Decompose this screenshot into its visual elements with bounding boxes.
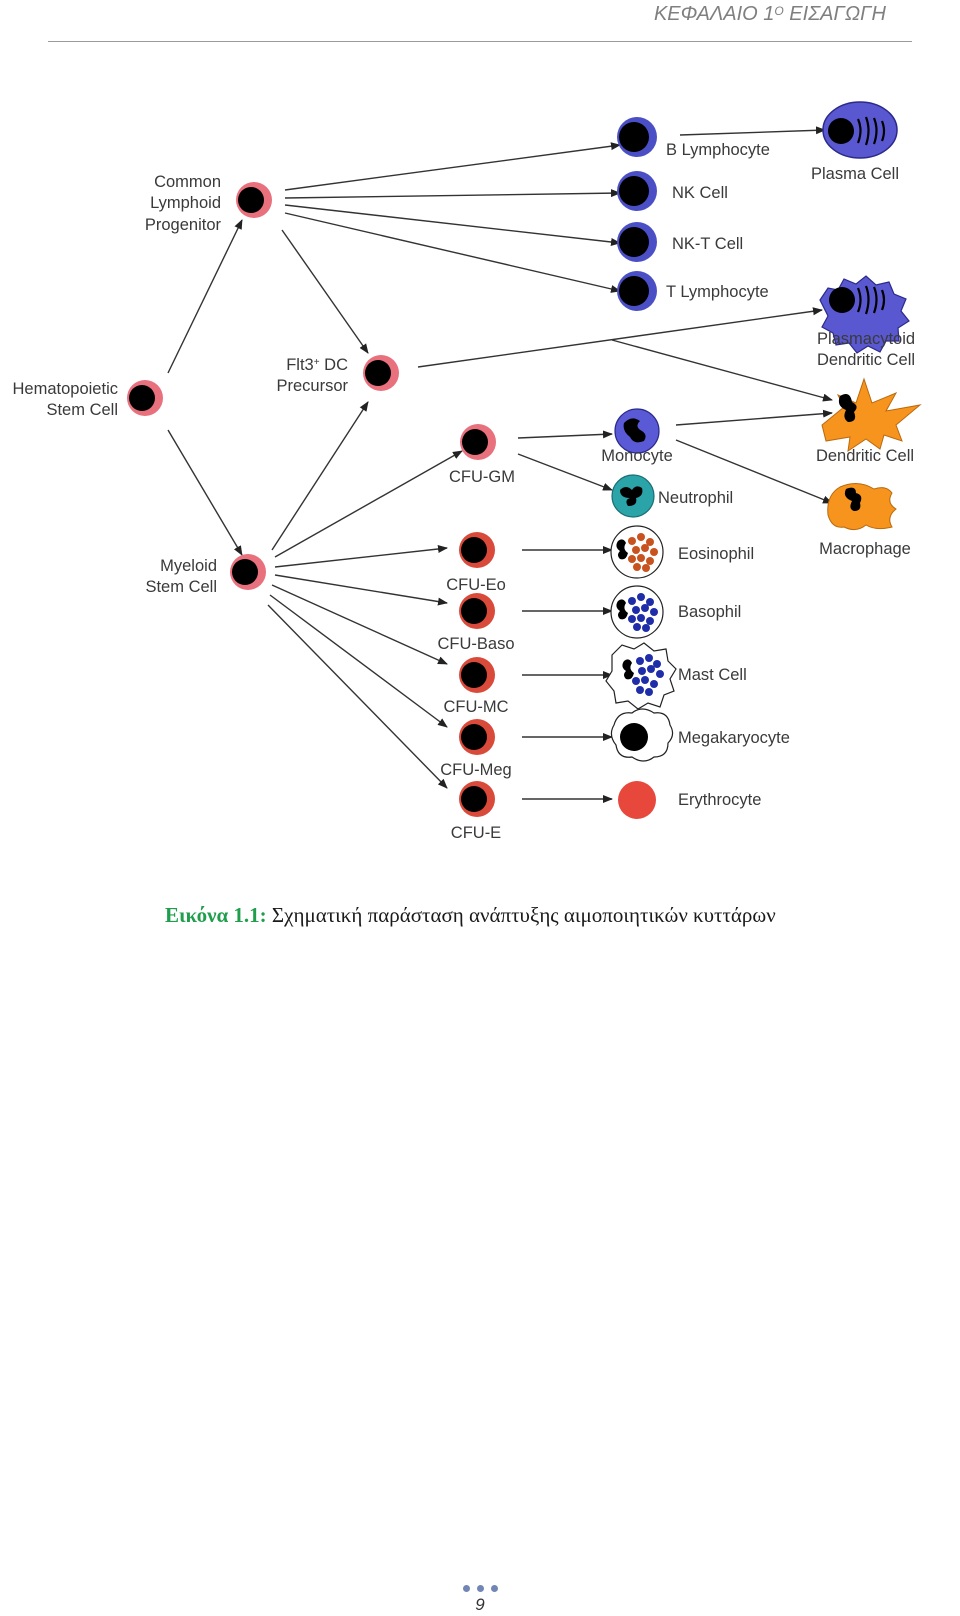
label-flt3-1a: Flt3 [286,356,314,374]
footer-dots [0,1585,960,1593]
label-t-lymphocyte: T Lymphocyte [666,283,769,301]
arrow-mono-dc [675,409,833,426]
label-flt3-1b: DC [320,356,349,374]
hematopoiesis-diagram: Hematopoietic Stem Cell Common Lymphoid … [13,101,922,842]
header-chapter-sup: Ο [774,4,784,18]
eosinophil-cell [610,525,664,579]
arrow-gm-mono [517,430,613,439]
label-clp-3: Progenitor [145,216,222,234]
label-basophil: Basophil [678,603,741,621]
label-clp-1: Common [154,173,221,191]
arrow-mono-mac [675,439,833,504]
arrow-clp-t [284,212,621,293]
page-number: 9 [475,1595,485,1614]
neutrophil-cell [611,474,655,518]
clp-cell [236,182,272,218]
figure-caption: Εικόνα 1.1: Σχηματική παράσταση ανάπτυξη… [165,903,776,929]
arrow-msc-mc [271,584,448,665]
cfu-gm-cell [460,424,496,460]
arrow-msc-flt3 [271,401,369,551]
running-header: ΚΕΦΑΛΑΙΟ 1Ο ΕΙΣΑΓΩΓΗ [654,0,886,42]
erythrocyte-cell [618,781,656,819]
nk-cell [617,171,657,211]
caption-text: Σχηματική παράσταση ανάπτυξης αιμοποιητι… [266,903,776,927]
arrow-flt3-dc [611,339,833,402]
monocyte-cell [614,408,660,454]
footer-dot [490,1585,498,1592]
cfu-baso-cell [459,593,495,629]
flt3-cell [363,355,399,391]
dendritic-cell [821,377,922,453]
label-cfu-eo: CFU-Eo [446,576,506,594]
label-eosinophil: Eosinophil [678,545,754,563]
label-mast-cell: Mast Cell [678,666,747,684]
arrow-msc-eo [274,545,448,568]
basophil-cell [610,585,664,639]
arrow-clp-flt3 [281,229,369,354]
label-b-lymphocyte: B Lymphocyte [666,141,770,159]
label-hsc-2: Stem Cell [46,401,118,419]
arrow-clp-nkt [284,204,621,246]
arrows [167,126,833,803]
t-lymphocyte-cell [617,271,657,311]
label-pdc-1: Plasmacytoid [817,330,915,348]
label-monocyte: Monocyte [601,447,673,465]
arrow-b-plasma [679,126,826,136]
arrow-flt3-pdc [417,307,823,368]
label-msc-2: Stem Cell [145,578,217,596]
label-cfu-e: CFU-E [451,824,501,842]
label-cfu-mc: CFU-MC [443,698,508,716]
header-section: ΕΙΣΑΓΩΓΗ [789,3,886,25]
arrow-msc-baso [274,574,448,606]
b-lymphocyte-cell [617,117,657,157]
header-rule [48,41,912,42]
arrow-clp-nk [284,189,621,199]
label-flt3-2: Precursor [276,377,348,395]
arrow-msc-meg [269,594,448,728]
cfu-meg-cell [459,719,495,755]
macrophage-cell [827,483,897,531]
msc-cell [230,554,266,590]
arrow-hsc-clp [167,219,243,374]
plasmacytoid-dendritic-cell [819,275,910,354]
label-megakaryocyte: Megakaryocyte [678,729,790,747]
label-plasma-cell: Plasma Cell [811,165,899,183]
label-pdc-2: Dendritic Cell [817,351,915,369]
footer-dot [462,1585,470,1592]
label-nkt-cell: NK-T Cell [672,235,743,253]
label-macrophage: Macrophage [819,540,911,558]
label-hsc-1: Hematopoietic [13,380,118,398]
page-footer: 9 [0,1585,960,1615]
caption-label: Εικόνα 1.1: [165,903,267,927]
label-flt3-sup: + [314,357,320,368]
plasma-cell [822,101,898,159]
footer-dot [476,1585,484,1592]
label-neutrophil: Neutrophil [658,489,733,507]
stem-cell [127,380,163,416]
label-cfu-meg: CFU-Meg [440,761,512,779]
cfu-e-cell [459,781,495,817]
nkt-cell [617,222,657,262]
arrow-msc-gm [274,450,463,558]
label-msc-1: Myeloid [160,557,217,575]
arrow-clp-b [284,142,621,191]
label-cfu-baso: CFU-Baso [437,635,514,653]
cfu-eo-cell [459,532,495,568]
header-chapter: ΚΕΦΑΛΑΙΟ 1 [653,3,775,25]
arrow-hsc-msc [167,429,243,556]
arrow-gm-neut [517,453,613,491]
label-erythrocyte: Erythrocyte [678,791,761,809]
arrow-msc-e [267,604,448,789]
label-nk-cell: NK Cell [672,184,728,202]
cfu-mc-cell [459,657,495,693]
label-clp-2: Lymphoid [150,194,221,212]
megakaryocyte-cell [610,708,674,762]
mast-cell [605,642,677,710]
label-flt3-1: Flt3+ DC [286,356,348,374]
label-cfu-gm: CFU-GM [449,468,515,486]
label-dendritic-cell: Dendritic Cell [816,447,914,465]
